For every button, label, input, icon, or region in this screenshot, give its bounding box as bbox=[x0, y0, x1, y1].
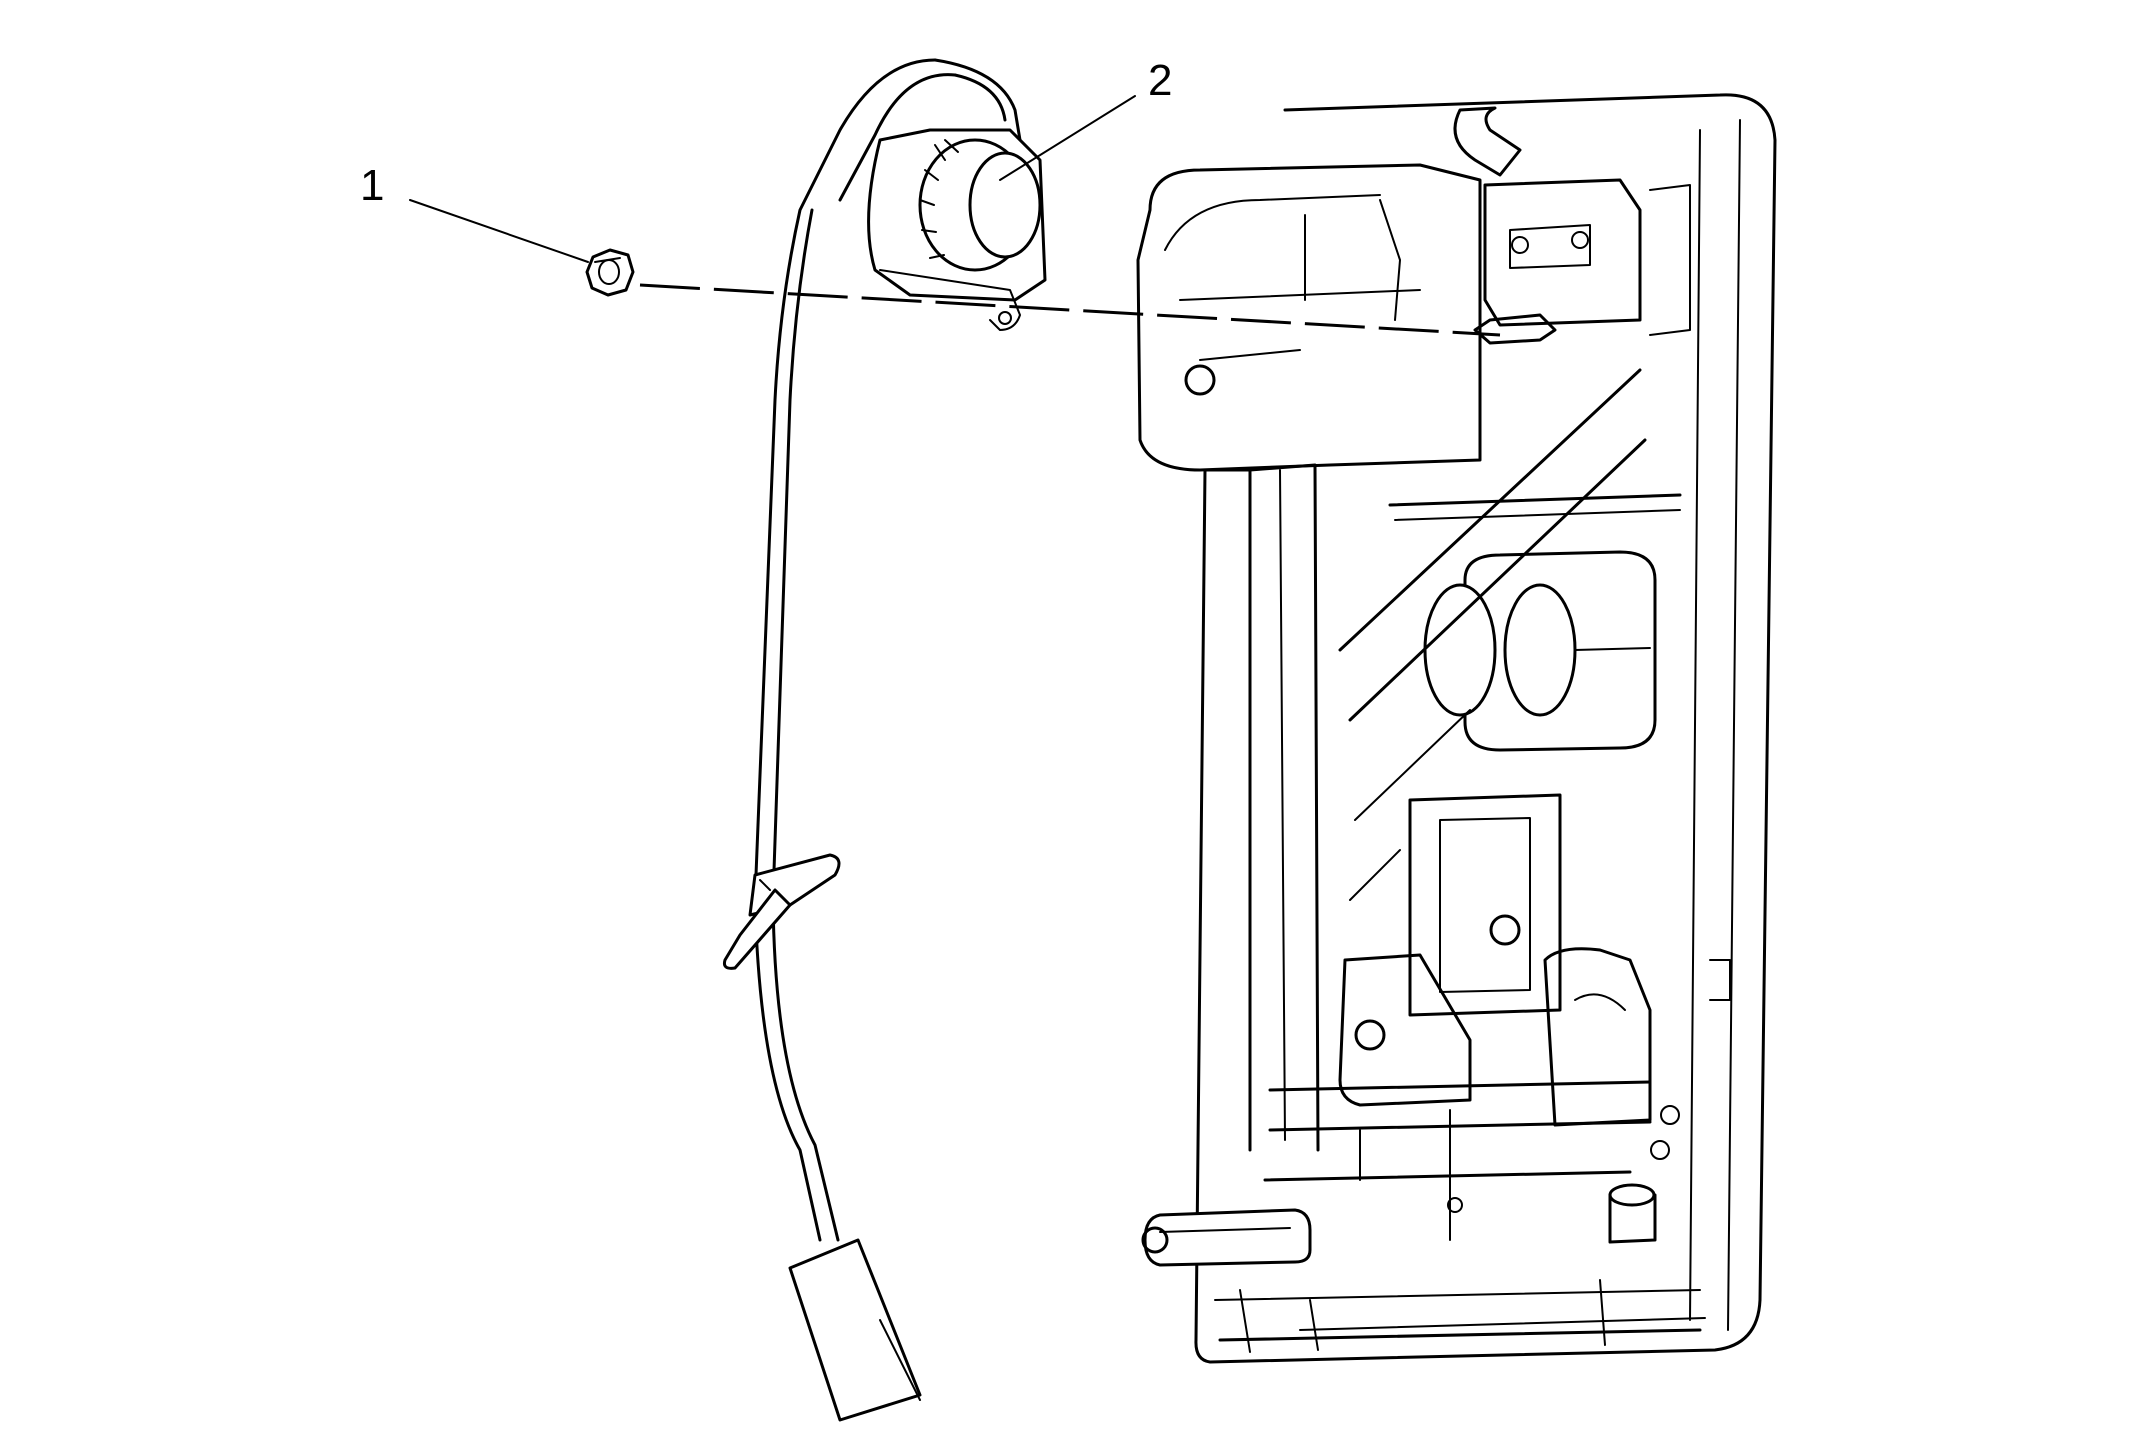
callout-1-leader bbox=[409, 199, 589, 263]
seat-belt-assembly bbox=[723, 58, 1047, 1422]
retainer-nut bbox=[585, 248, 635, 297]
callout-1-label: 1 bbox=[360, 161, 384, 210]
installation-alignment-line bbox=[639, 283, 1501, 337]
seat-back-frame bbox=[1136, 93, 1777, 1364]
callout-2-label: 2 bbox=[1148, 56, 1172, 105]
callout-2-leader bbox=[999, 95, 1136, 181]
